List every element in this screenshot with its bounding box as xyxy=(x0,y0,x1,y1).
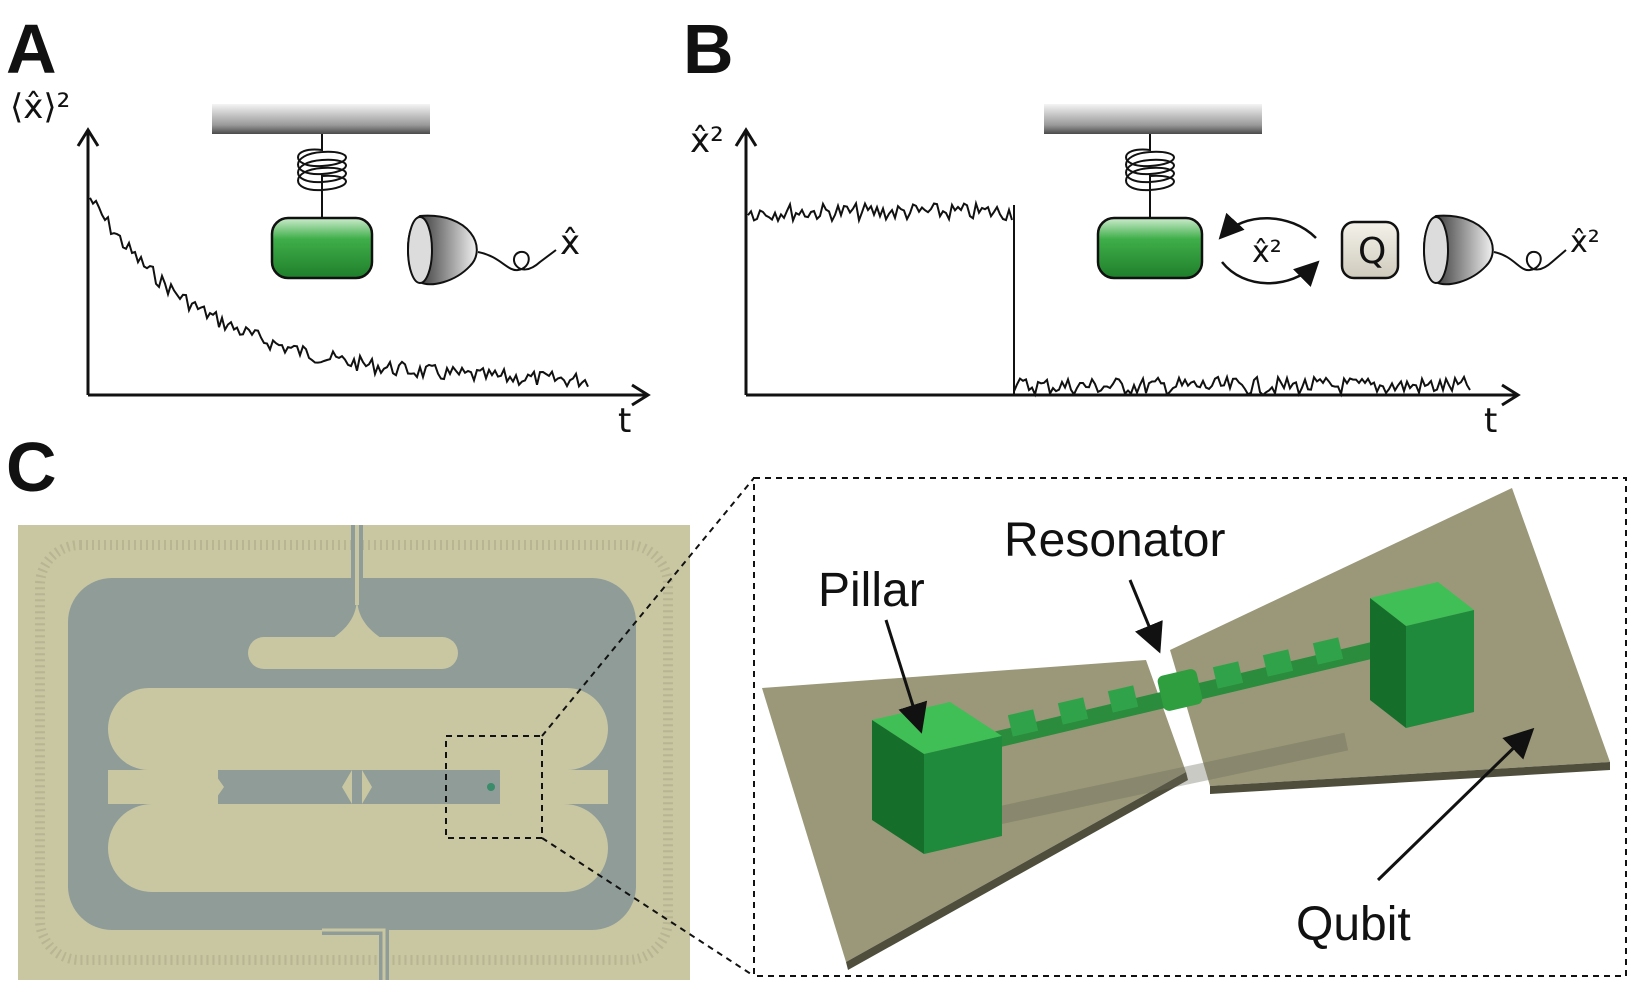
label-resonator: Resonator xyxy=(1004,514,1225,567)
panel-b-coupling-arrow-top xyxy=(1218,212,1317,240)
panel-a-detector-cable xyxy=(477,249,557,272)
panel-b-spring xyxy=(1125,134,1175,218)
panel-c: C xyxy=(6,428,1627,980)
substrate-left-edge xyxy=(846,772,1188,970)
panel-a-x-arrow xyxy=(631,383,651,407)
zoom-line-bottom xyxy=(541,837,755,977)
pillar-left-front xyxy=(924,736,1002,854)
substrate-right-edge xyxy=(1210,762,1610,794)
resonator-block xyxy=(1212,661,1244,689)
resonator-block xyxy=(1312,637,1344,665)
panel-b-x-arrow xyxy=(1501,383,1521,407)
resonator-center-pad xyxy=(1157,669,1203,711)
panel-a-mass xyxy=(270,216,374,280)
panel-a-axes xyxy=(76,127,651,407)
chip-center-strip xyxy=(218,776,500,798)
chip-zoom-box xyxy=(445,735,543,839)
chip-feedline-flare xyxy=(330,600,384,640)
pillar-left xyxy=(872,702,1002,854)
panel-a-x-label: t xyxy=(618,401,631,441)
panel-a-detector-face xyxy=(407,216,433,284)
resonator-beam xyxy=(980,637,1384,751)
panel-b-qubit-label: Q xyxy=(1358,231,1386,272)
pillar-right-side xyxy=(1370,598,1406,728)
panel-a-oscillator: x̂ xyxy=(212,104,580,286)
panel-a-letter: A xyxy=(6,10,57,88)
panel-a-ceiling xyxy=(212,104,430,134)
panel-b-detector-cable xyxy=(1493,249,1567,272)
arrow-resonator xyxy=(1128,579,1163,654)
panel-b-trace-high xyxy=(747,199,1013,225)
panel-a-trace xyxy=(89,197,589,389)
panel-b-x-label: t xyxy=(1484,401,1497,441)
panel-a: A ⟨x̂⟩² t x̂ xyxy=(6,10,651,441)
chip-bottom-lead xyxy=(322,928,386,980)
chip-upper-band xyxy=(108,688,608,770)
label-pillar: Pillar xyxy=(818,564,925,617)
panel-a-y-label: ⟨x̂⟩² xyxy=(10,87,70,127)
panel-c-letter: C xyxy=(6,428,57,506)
pillar-right xyxy=(1370,582,1474,728)
device-inset: Pillar Resonator Qubit xyxy=(753,477,1627,977)
panel-b-axes xyxy=(734,127,1521,407)
resonator-block xyxy=(1057,697,1089,725)
zoom-line-top xyxy=(541,477,755,737)
pillar-left-side xyxy=(872,720,924,854)
chip-device-spot xyxy=(487,783,495,791)
panel-a-spring xyxy=(297,134,347,218)
panel-b-oscillator: x̂² Q x̂² xyxy=(1044,104,1600,287)
resonator-block xyxy=(1262,649,1294,677)
panel-b-letter: B xyxy=(683,10,734,88)
resonator-shadow-bar xyxy=(992,732,1349,826)
panel-b-y-label: x̂² xyxy=(690,121,724,161)
pillar-right-front xyxy=(1406,610,1474,728)
resonator-shadow xyxy=(992,732,1349,826)
pillar-right-top xyxy=(1370,582,1474,626)
resonator-block xyxy=(1007,709,1039,737)
panel-b-ceiling xyxy=(1044,104,1262,134)
panel-b-trace-low xyxy=(1013,373,1471,398)
panel-b-y-arrow xyxy=(734,127,758,147)
panel-b-mass xyxy=(1096,216,1204,280)
chip-feedline-top xyxy=(355,525,359,605)
panel-b-coupling-arrow-bottom xyxy=(1221,260,1320,287)
label-qubit: Qubit xyxy=(1296,898,1411,951)
panel-b-coupling-label: x̂² xyxy=(1252,235,1282,270)
resonator-block xyxy=(1107,685,1139,713)
panel-b: B x̂² t x̂² Q x̂² xyxy=(683,10,1600,441)
chip-top-pad xyxy=(248,637,458,669)
panel-b-qubit-box xyxy=(1340,220,1400,280)
chip-left-connector xyxy=(108,770,218,804)
arrow-pillar xyxy=(884,619,928,734)
panel-b-detector-output: x̂² xyxy=(1570,225,1600,260)
chip-micrograph xyxy=(18,525,690,980)
chip-right-connector xyxy=(500,770,608,804)
chip-lower-band xyxy=(108,804,608,892)
panel-a-detector-output: x̂ xyxy=(560,223,580,263)
arrow-qubit xyxy=(1376,727,1535,882)
panel-b-detector-face xyxy=(1423,216,1449,284)
panel-a-y-arrow xyxy=(76,127,100,147)
